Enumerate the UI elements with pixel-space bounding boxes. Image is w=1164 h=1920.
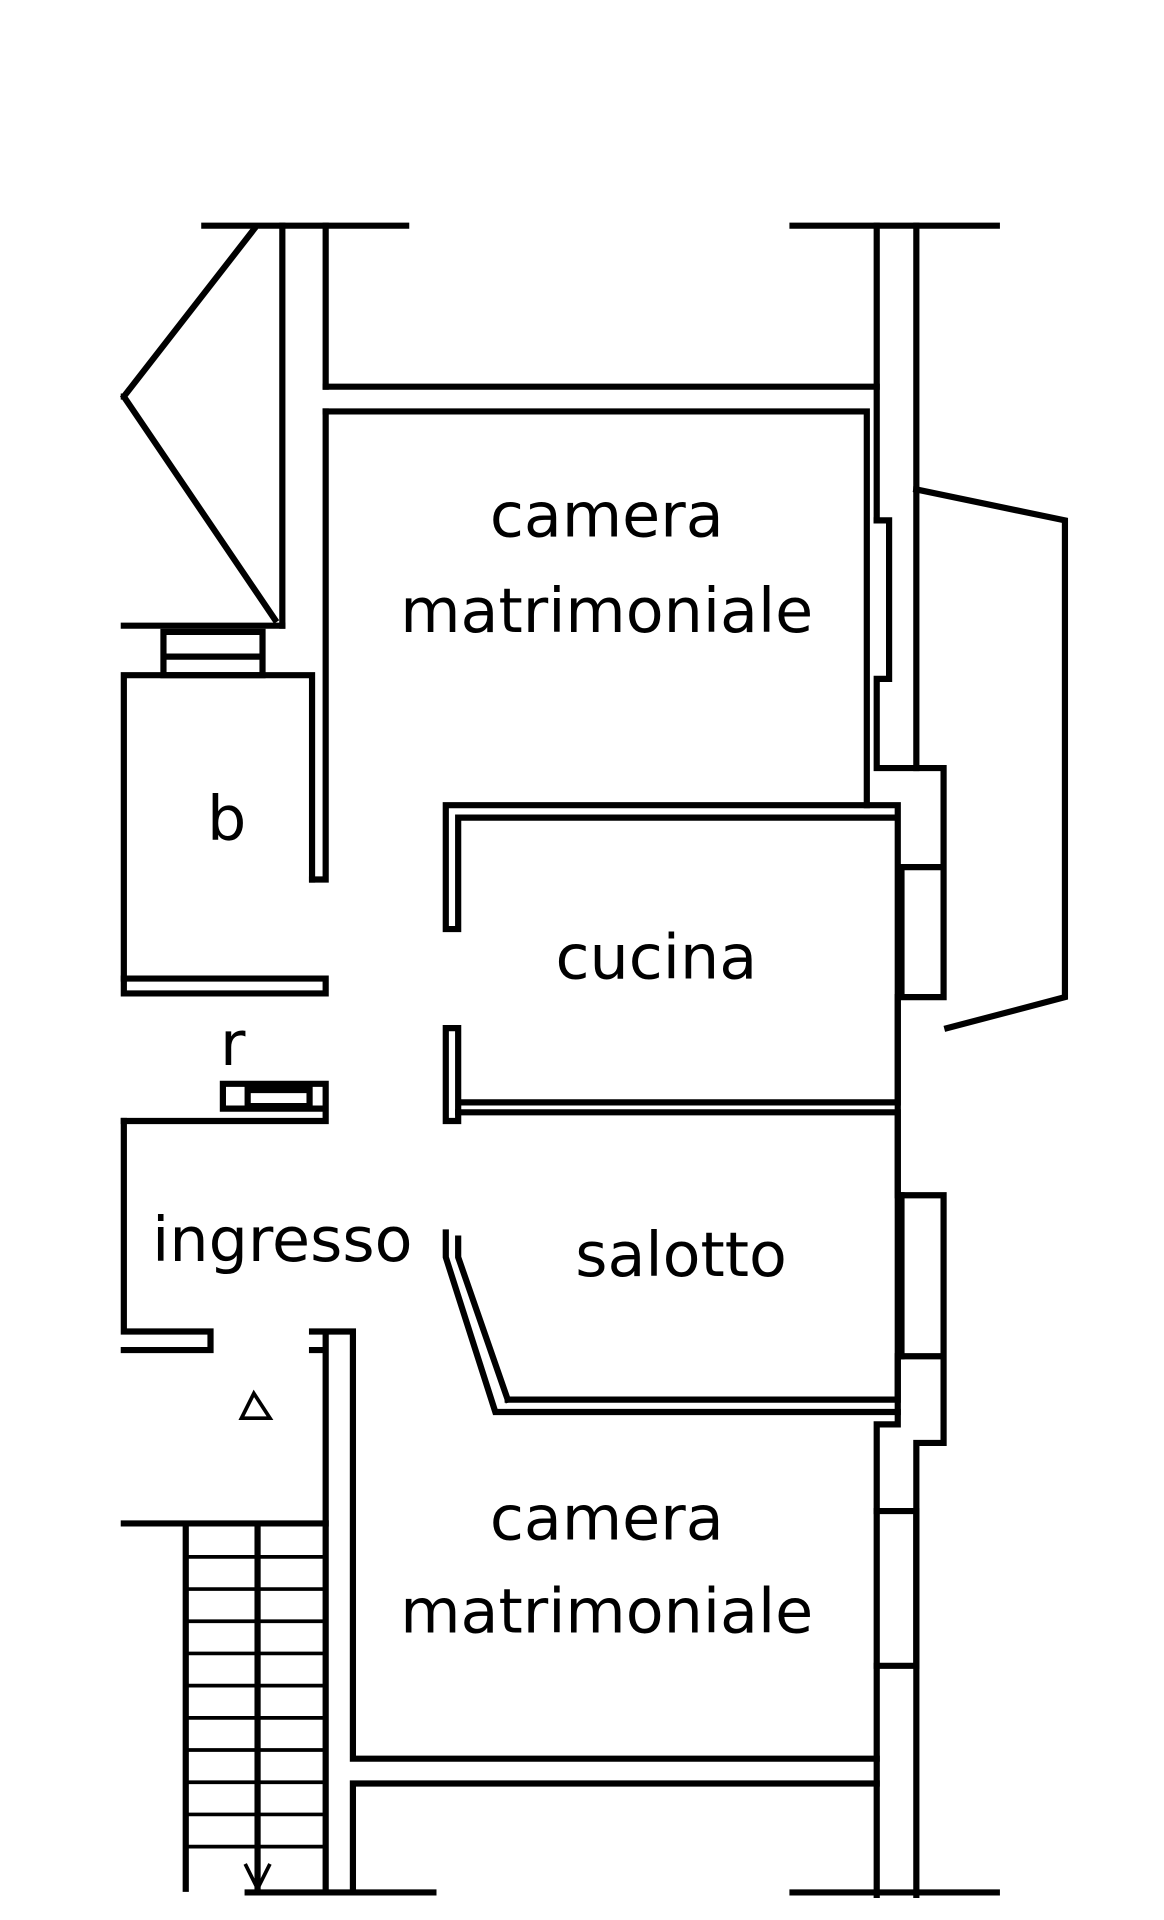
room-label-camera-bottom-2: matrimoniale <box>400 1575 813 1647</box>
entrance-walls <box>120 1117 880 1896</box>
bathroom-walls <box>120 672 329 1125</box>
living-walls <box>442 1109 901 1416</box>
room-label-ingresso: ingresso <box>152 1204 412 1276</box>
room-label-cucina: cucina <box>555 922 757 994</box>
room-label-camera-top: camera <box>490 480 724 552</box>
room-label-ripostiglio: r <box>220 1008 246 1080</box>
left-bay-window <box>120 225 286 679</box>
staircase <box>120 1520 329 1893</box>
kitchen-walls <box>442 802 901 1125</box>
right-bay-window <box>912 485 1069 1032</box>
outer-walls <box>201 222 1000 1899</box>
room-label-bagno: b <box>207 783 246 855</box>
room-label-camera-top-2: matrimoniale <box>400 575 813 647</box>
room-label-salotto: salotto <box>575 1219 787 1291</box>
room-label-camera-bottom: camera <box>490 1483 724 1555</box>
